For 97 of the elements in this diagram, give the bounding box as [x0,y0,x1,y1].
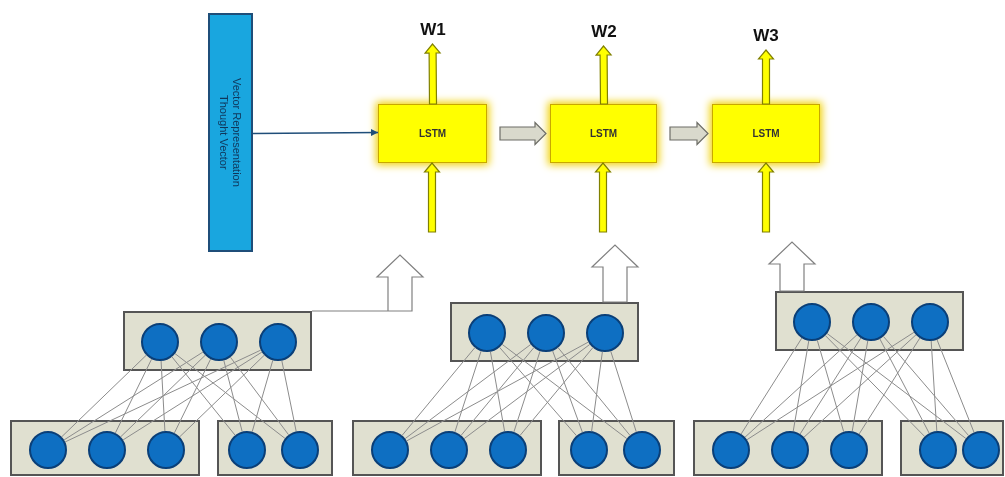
layer-box [775,291,964,351]
layer-box [10,420,200,476]
connection-line [122,351,263,441]
connection-line [173,358,212,434]
connection-line [223,359,243,433]
connection-line [281,360,297,432]
connection-line [460,347,535,436]
output-word-label: W2 [569,22,639,42]
connection-line [120,354,206,438]
neuron-circle [200,323,238,361]
block-arrow [594,162,612,233]
neuron-circle [830,431,868,469]
neuron-circle [88,431,126,469]
connection-line [610,350,637,433]
neuron-circle [141,323,179,361]
neuron-circle [371,431,409,469]
neuron-circle [259,323,297,361]
block-arrow [311,254,425,312]
neuron-circle [852,303,890,341]
neuron-circle [430,431,468,469]
block-arrow [590,244,640,303]
layer-box [693,420,883,476]
neuron-circle [911,303,949,341]
connection-line [64,349,262,443]
connection-line [171,356,236,436]
block-arrow [423,162,441,233]
neuron-circle [712,431,750,469]
neuron-circle [771,431,809,469]
neuron-circle [570,431,608,469]
block-arrow [757,162,775,233]
connection-line [160,360,166,432]
neuron-circle [29,431,67,469]
block-arrow [757,49,775,105]
neuron-circle [147,431,185,469]
connection-line [489,351,506,432]
neuron-circle [489,431,527,469]
block-arrow [767,241,817,292]
connection-line [799,337,862,435]
connection-line [746,331,915,441]
connection-line [61,354,147,438]
connection-line [826,333,967,439]
neuron-circle [468,314,506,352]
connection-line [552,350,583,433]
block-arrow [669,121,709,146]
neuron-circle [962,431,1000,469]
connection-line [882,335,970,437]
connection-line [936,339,975,433]
lstm-cell-box: LSTM [378,104,487,163]
connection-line [406,341,589,442]
layer-box [900,420,1004,476]
connection-line [792,340,810,432]
connection-line [930,340,938,432]
connection-line [114,358,153,434]
connection-line [499,346,577,437]
connection-line [174,353,286,439]
arrow [252,129,379,137]
layer-box [123,311,312,371]
connection-line [557,347,631,436]
neuron-circle [623,431,661,469]
vector-representation-box: Vector Representation Thought Vector [208,13,253,252]
connection-line [179,354,265,438]
connection-line [513,350,541,433]
connection-line [744,334,858,438]
layer-box [352,420,542,476]
connection-line [454,350,482,433]
neuron-circle [281,431,319,469]
layer-box [217,420,333,476]
block-arrow [499,121,547,146]
connection-line [501,343,628,440]
neuron-circle [793,303,831,341]
neuron-circle [919,431,957,469]
neuron-circle [586,314,624,352]
neuron-circle [228,431,266,469]
connection-line [401,347,476,436]
connection-line [591,351,603,432]
block-arrow [423,43,442,105]
layer-box [558,420,675,476]
connection-line [404,343,532,440]
connection-line [519,347,594,436]
connection-line [858,337,921,435]
connection-line [824,335,926,437]
connection-line [740,337,803,435]
connection-line [251,359,274,433]
lstm-cell-box: LSTM [712,104,820,163]
block-arrow [594,45,613,105]
output-word-label: W1 [398,20,468,40]
connection-line [879,338,930,434]
layer-box [450,302,639,362]
connection-line [851,340,869,432]
connection-line [229,356,290,436]
lstm-cell-box: LSTM [550,104,657,163]
connection-line [63,351,204,441]
output-word-label: W3 [731,26,801,46]
neuron-circle [527,314,565,352]
connection-line [803,334,917,438]
connection-line [463,343,591,440]
connection-line [816,339,845,433]
